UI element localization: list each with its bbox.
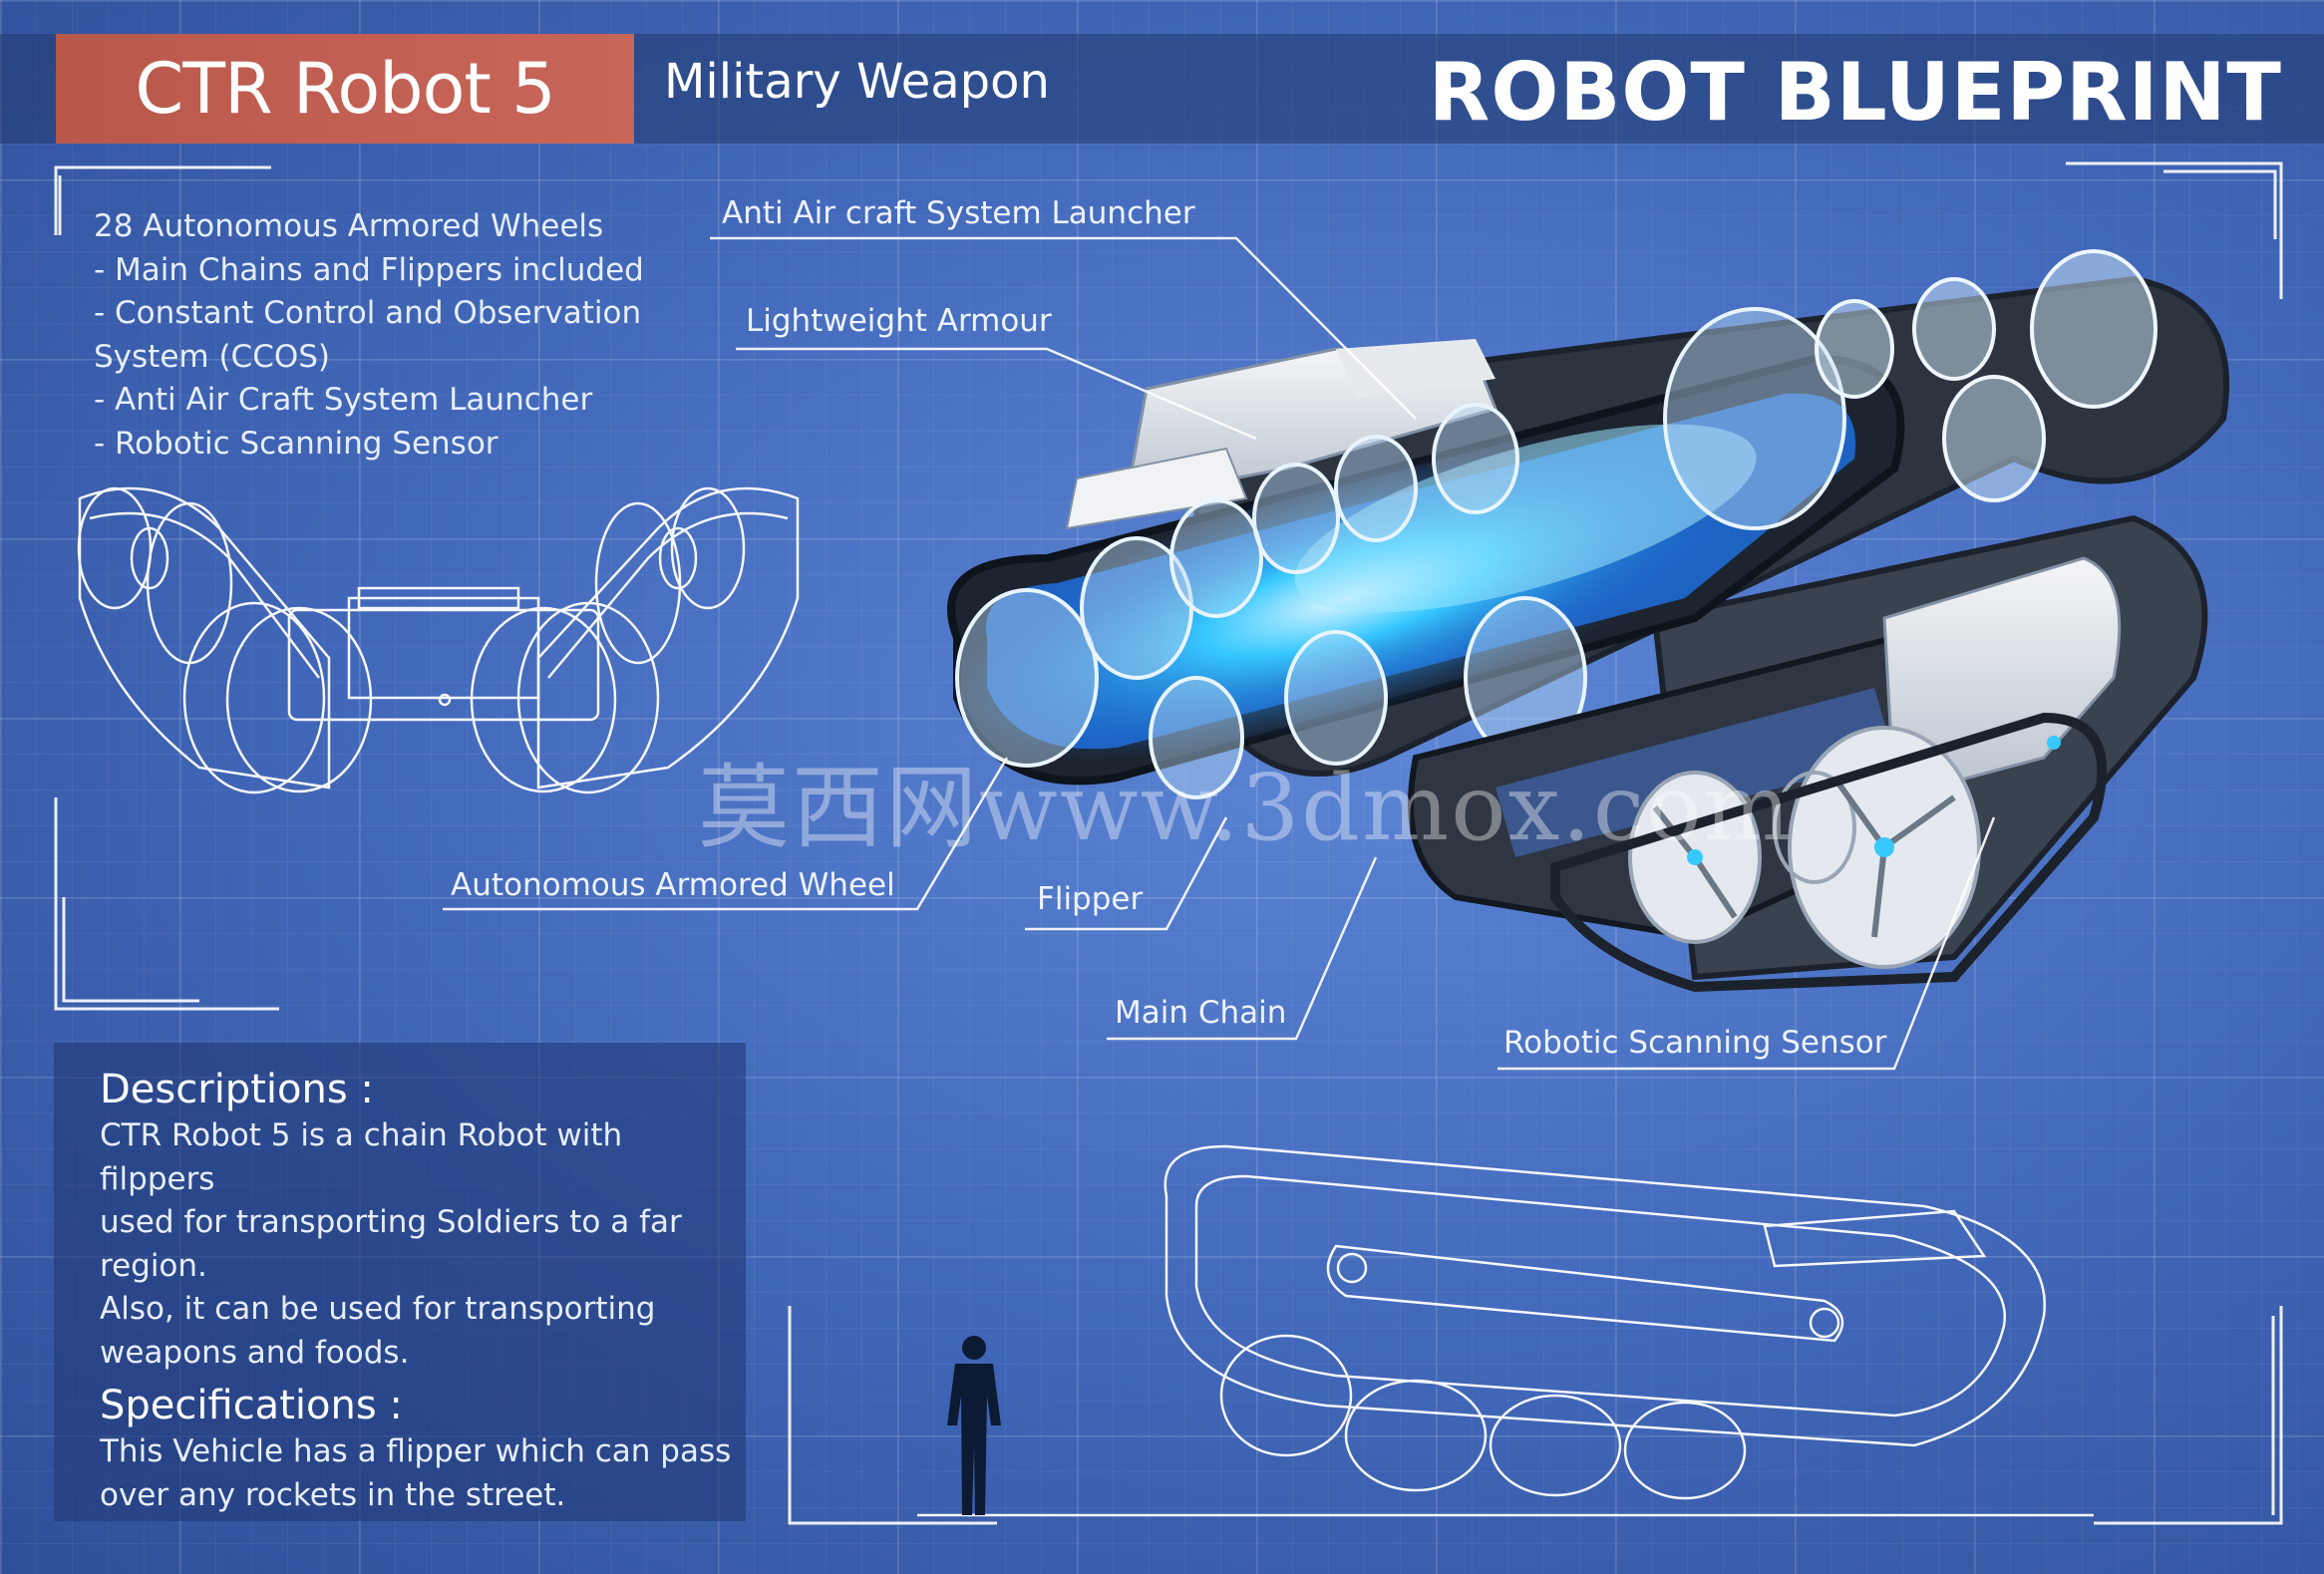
feature-item: - Anti Air Craft System Launcher: [94, 382, 593, 418]
specifications-line: This Vehicle has a flipper which can pas…: [100, 1433, 732, 1469]
descriptions-line: weapons and foods.: [100, 1334, 410, 1371]
callout-flipper: Flipper: [1037, 881, 1144, 917]
callout-anti-air: Anti Air craft System Launcher: [722, 195, 1195, 231]
feature-item: System (CCOS): [94, 338, 331, 375]
blueprint-title: ROBOT BLUEPRINT: [1428, 46, 2282, 139]
descriptions-body: CTR Robot 5 is a chain Robot with filppe…: [100, 1114, 746, 1375]
frame-corners: [54, 161, 2283, 1525]
description-panel: Descriptions : CTR Robot 5 is a chain Ro…: [54, 1043, 746, 1521]
feature-item: - Robotic Scanning Sensor: [94, 425, 498, 462]
specifications-heading: Specifications :: [100, 1383, 403, 1428]
descriptions-line: used for transporting Soldiers to a far: [100, 1204, 682, 1240]
callout-wheel: Autonomous Armored Wheel: [451, 867, 895, 903]
callout-armour: Lightweight Armour: [746, 303, 1052, 339]
descriptions-heading: Descriptions :: [100, 1067, 374, 1112]
robot-render: [941, 249, 2230, 993]
wireframe-robot-front: [77, 486, 800, 794]
feature-list: 28 Autonomous Armored Wheels - Main Chai…: [94, 205, 652, 466]
specifications-body: This Vehicle has a flipper which can pas…: [100, 1430, 746, 1517]
descriptions-line: Also, it can be used for transporting: [100, 1291, 656, 1327]
descriptions-line: CTR Robot 5 is a chain Robot with filppe…: [100, 1117, 623, 1197]
descriptions-section: Descriptions : CTR Robot 5 is a chain Ro…: [100, 1067, 746, 1517]
descriptions-line: region.: [100, 1247, 207, 1284]
wireframe-robot-side: [917, 1144, 2094, 1517]
page-subtitle: Military Weapon: [664, 54, 1050, 110]
callout-sensor: Robotic Scanning Sensor: [1503, 1025, 1887, 1061]
page-title: CTR Robot 5: [135, 48, 555, 130]
feature-item: 28 Autonomous Armored Wheels: [94, 208, 604, 244]
watermark: 莫西网www.3dmox.com: [698, 755, 1793, 861]
human-scale-icon: [947, 1336, 1001, 1515]
title-box: CTR Robot 5: [56, 34, 634, 144]
callout-main-chain: Main Chain: [1115, 995, 1287, 1031]
feature-item: - Main Chains and Flippers included: [94, 251, 644, 288]
leader-lines: [443, 236, 1996, 1071]
feature-item: - Constant Control and Observation: [94, 295, 642, 331]
specifications-line: over any rockets in the street.: [100, 1476, 566, 1513]
